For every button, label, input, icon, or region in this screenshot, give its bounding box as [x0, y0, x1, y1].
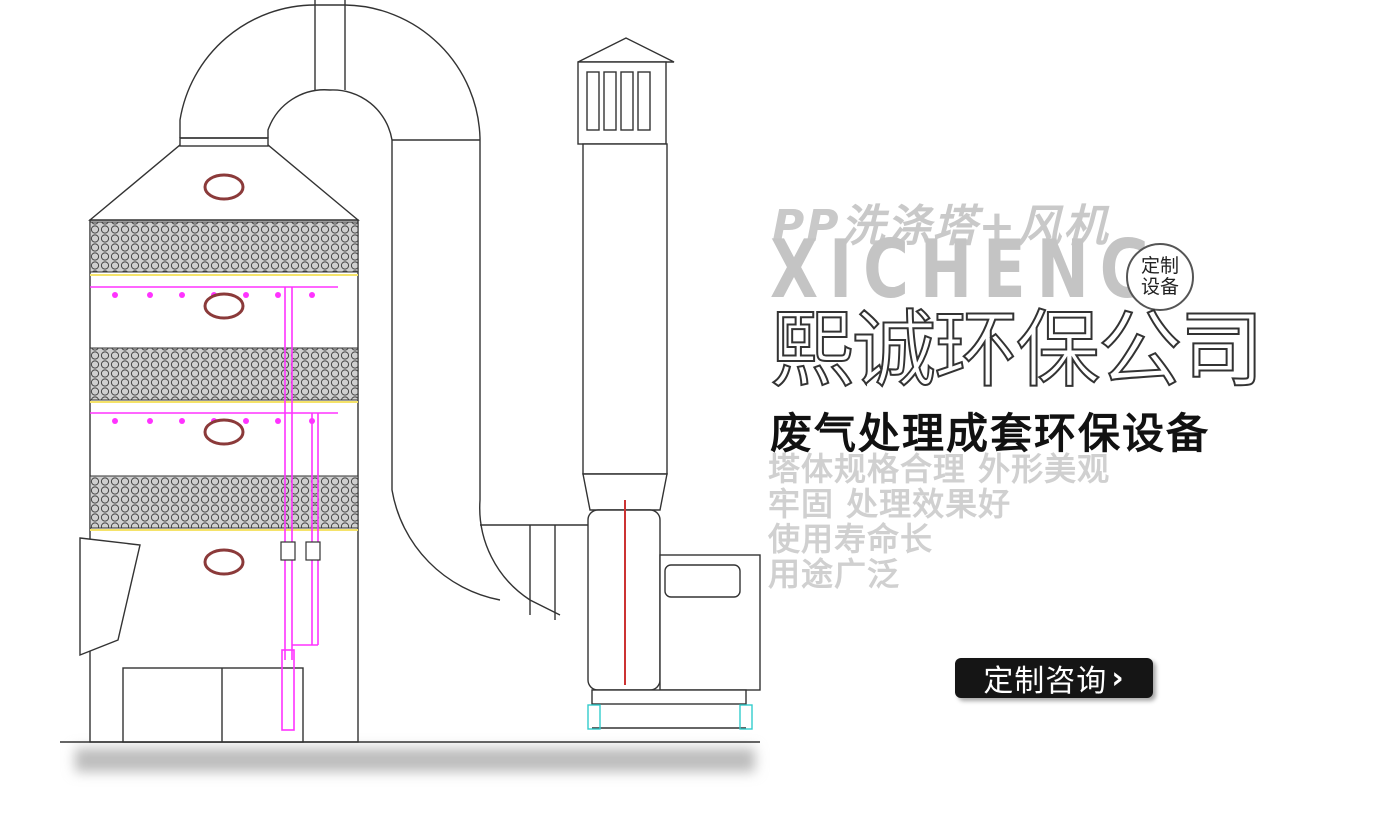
water-tank	[122, 667, 304, 743]
inspection-port-2	[203, 292, 245, 320]
stack-cap	[577, 37, 675, 63]
product-title: PP洗涤塔+风机	[772, 201, 1110, 252]
inlet-hood	[79, 537, 141, 657]
exhaust-stack	[582, 143, 668, 475]
custom-consult-button[interactable]: 定制咨询 ›	[955, 658, 1153, 699]
spray-piping	[90, 286, 338, 731]
inspection-port-1	[203, 173, 245, 201]
tagline: 废气处理成套环保设备	[770, 409, 1211, 458]
chevron-right-icon: ›	[1111, 660, 1125, 696]
feature-item: 使用寿命长	[768, 520, 934, 558]
custom-consult-label: 定制咨询	[983, 664, 1108, 699]
inspection-port-3	[203, 418, 245, 446]
packing-layer-1	[89, 221, 359, 273]
tower-neck	[179, 137, 269, 147]
feature-item: 牢固 处理效果好	[768, 485, 1012, 523]
brand-wordmark: XICHENG	[770, 223, 1162, 316]
packing-layer-2	[89, 347, 359, 401]
badge-line-1: 定制	[1140, 255, 1179, 277]
packing-layer-3	[89, 475, 359, 529]
feature-item: 用途广泛	[768, 555, 901, 593]
badge-line-2: 设备	[1140, 276, 1179, 298]
feature-list: 塔体规格合理 外形美观 牢固 处理效果好 使用寿命长 用途广泛	[768, 452, 1110, 592]
inspection-port-4	[203, 548, 245, 576]
outlet-duct	[179, 4, 561, 616]
feature-item: 塔体规格合理 外形美观	[768, 450, 1111, 488]
custom-equipment-badge: 定制 设备	[1126, 243, 1194, 311]
ground-shadow	[75, 748, 755, 772]
company-name: 熙诚环保公司	[769, 301, 1265, 399]
